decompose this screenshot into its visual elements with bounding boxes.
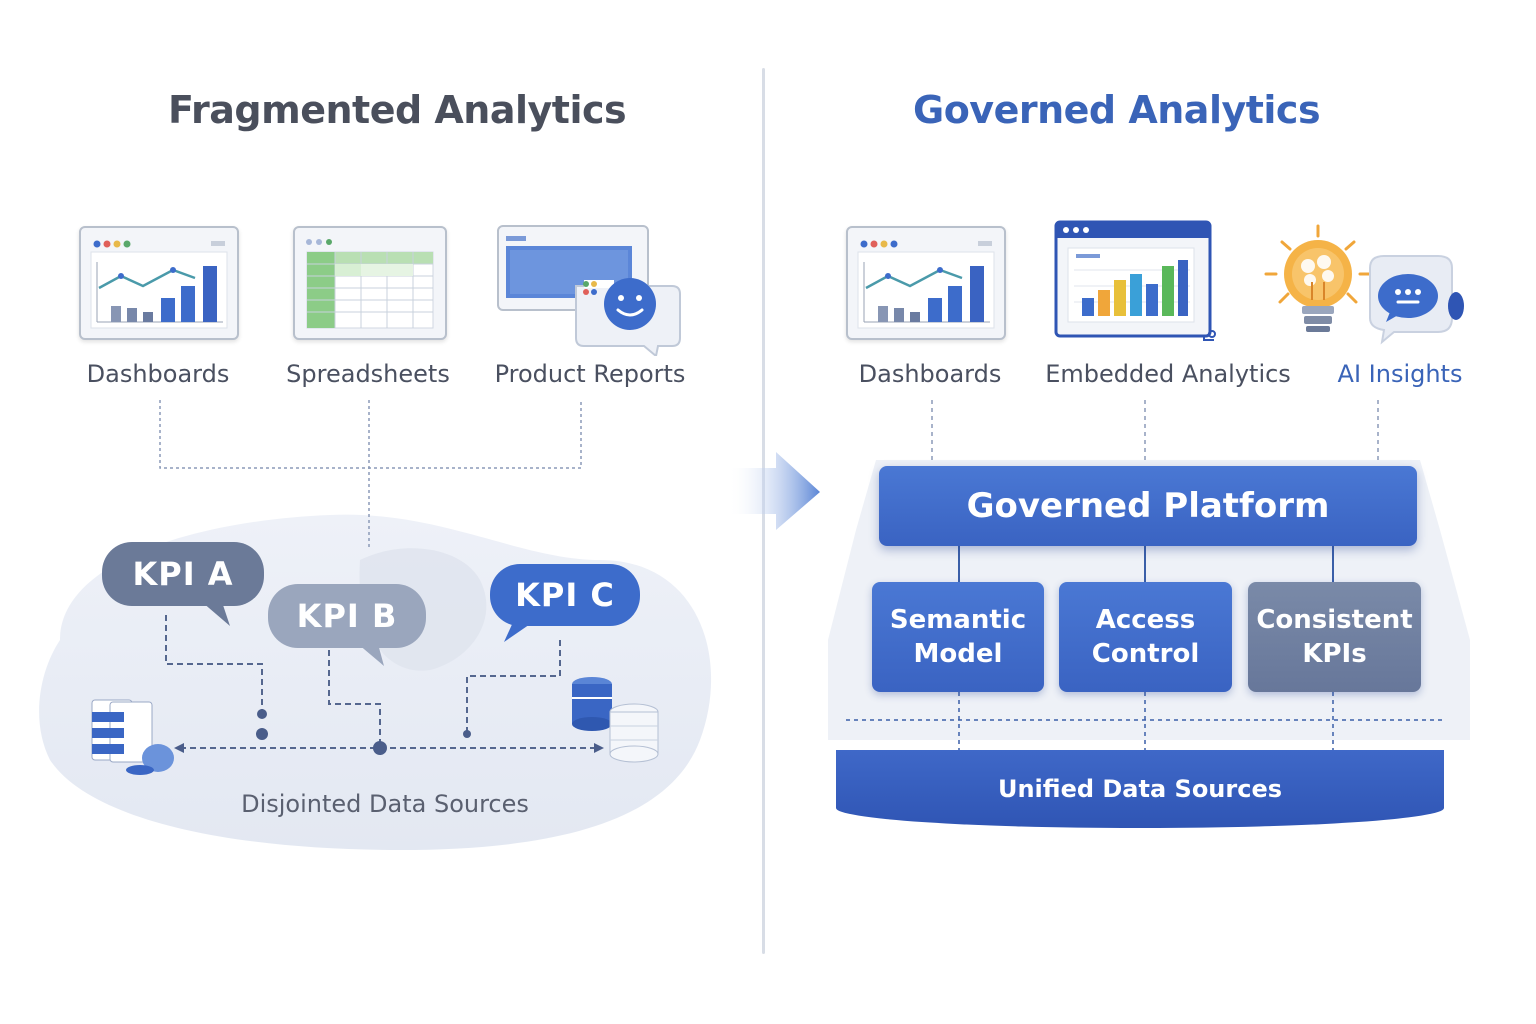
kpi-b-label: KPI B [268,584,426,648]
kpi-b-bubble: KPI B [268,584,426,668]
module-access-control-line2: Control [1091,639,1200,669]
module-semantic-model-line2: Model [913,639,1003,669]
embedded-analytics-window-icon [1054,220,1218,344]
spreadsheet-window-icon [293,226,447,340]
tools-connectors-right [931,400,1379,462]
fragmented-analytics-title: Fragmented Analytics [168,88,627,132]
unified-data-sources-base: Unified Data Sources [836,750,1444,828]
database-icon-right-cylinders [572,677,659,763]
platform-module-connectors [958,546,1334,582]
tools-connectors-left [159,400,582,548]
tool-label-dashboards-right: Dashboards [858,360,1002,388]
module-consistent-kpis-line2: KPIs [1302,639,1367,669]
disjointed-sources-label: Disjointed Data Sources [241,790,529,818]
database-icon-left [91,699,174,775]
module-consistent-kpis-line1: Consistent [1256,605,1413,635]
kpi-a-label: KPI A [102,542,264,606]
ai-insights-lightbulb-icon [1262,222,1472,352]
module-semantic-model-line1: Semantic [889,605,1027,635]
tool-label-ai-insights: AI Insights [1337,360,1463,388]
tool-label-product-reports: Product Reports [494,360,686,388]
tool-label-embedded-analytics: Embedded Analytics [1045,360,1291,388]
dashboard-window-icon-left [79,226,239,340]
module-access-control-line1: Access [1095,605,1196,635]
connector-nodes-left [174,709,604,755]
dashboard-window-icon-right [846,226,1006,340]
governed-platform-bar: Governed Platform [879,466,1417,546]
tool-label-dashboards-left: Dashboards [86,360,230,388]
kpi-a-bubble: KPI A [102,542,264,628]
governed-analytics-title: Governed Analytics [913,88,1321,132]
module-source-connectors [846,692,1444,750]
transition-arrow-icon [728,452,820,530]
kpi-connectors-left [165,615,598,749]
kpi-c-bubble: KPI C [490,564,640,644]
tool-label-spreadsheets: Spreadsheets [286,360,450,388]
product-report-icon [496,224,682,358]
kpi-c-label: KPI C [490,564,640,626]
